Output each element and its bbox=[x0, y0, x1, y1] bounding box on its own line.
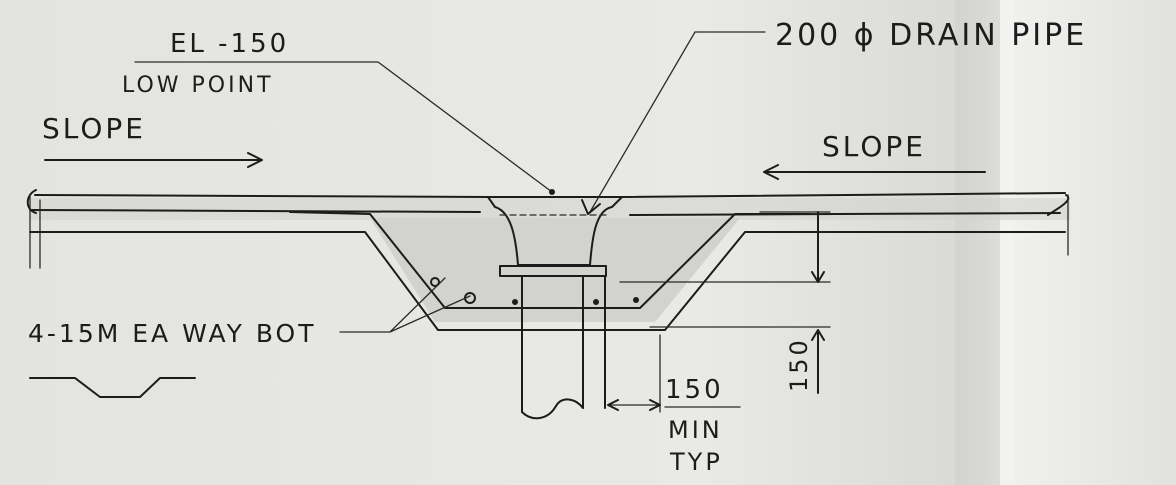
rebar-leader bbox=[339, 277, 471, 333]
pipe-break-symbol bbox=[521, 398, 584, 420]
rebar-dot bbox=[512, 299, 518, 305]
elevation-leader bbox=[134, 61, 553, 193]
slab-fill bbox=[30, 198, 1070, 220]
concrete-sump-fill bbox=[370, 218, 740, 322]
dimension-arrow-upper bbox=[811, 211, 825, 283]
slope-arrow-right bbox=[763, 164, 986, 180]
rebar-dot bbox=[430, 277, 440, 287]
drain-pipe-leader bbox=[589, 31, 766, 213]
drain-pipe-leader-arrow bbox=[581, 199, 601, 215]
slope-arrow-left bbox=[44, 152, 263, 168]
slope-label-right: SLOPE bbox=[822, 130, 926, 163]
rebar-profile bbox=[289, 211, 811, 309]
slab-inner-line bbox=[29, 209, 1061, 216]
rebar-dot bbox=[633, 297, 639, 303]
clearance-min-label: MIN bbox=[668, 416, 723, 444]
slab-top-line bbox=[34, 192, 1066, 198]
paper-fold-highlight bbox=[1000, 0, 1014, 485]
sump-symbol bbox=[29, 377, 196, 398]
sump-outer-profile bbox=[29, 231, 1066, 331]
drain-pipe-label: 200 ɸ DRAIN PIPE bbox=[775, 18, 1087, 53]
slope-label-left: SLOPE bbox=[42, 112, 146, 145]
clearance-value: 150 bbox=[665, 375, 724, 405]
clearance-dimension-line bbox=[607, 334, 661, 413]
paper-fold-shade bbox=[955, 0, 1000, 485]
drain-pipe bbox=[521, 275, 606, 413]
rebar-dot bbox=[593, 299, 599, 305]
rebar-label: 4-15M EA WAY BOT bbox=[28, 319, 317, 348]
clearance-typ-label: TYP bbox=[669, 448, 723, 476]
dimension-arrow-lower bbox=[811, 329, 825, 394]
left-extension-lines bbox=[29, 194, 41, 269]
leader-dot bbox=[549, 189, 555, 195]
clamp-ring bbox=[499, 265, 607, 277]
low-point-label: LOW POINT bbox=[122, 73, 274, 98]
elevation-label: EL -150 bbox=[170, 29, 289, 59]
depth-dimension-value: 150 bbox=[785, 337, 813, 392]
clearance-arrows bbox=[607, 399, 661, 411]
